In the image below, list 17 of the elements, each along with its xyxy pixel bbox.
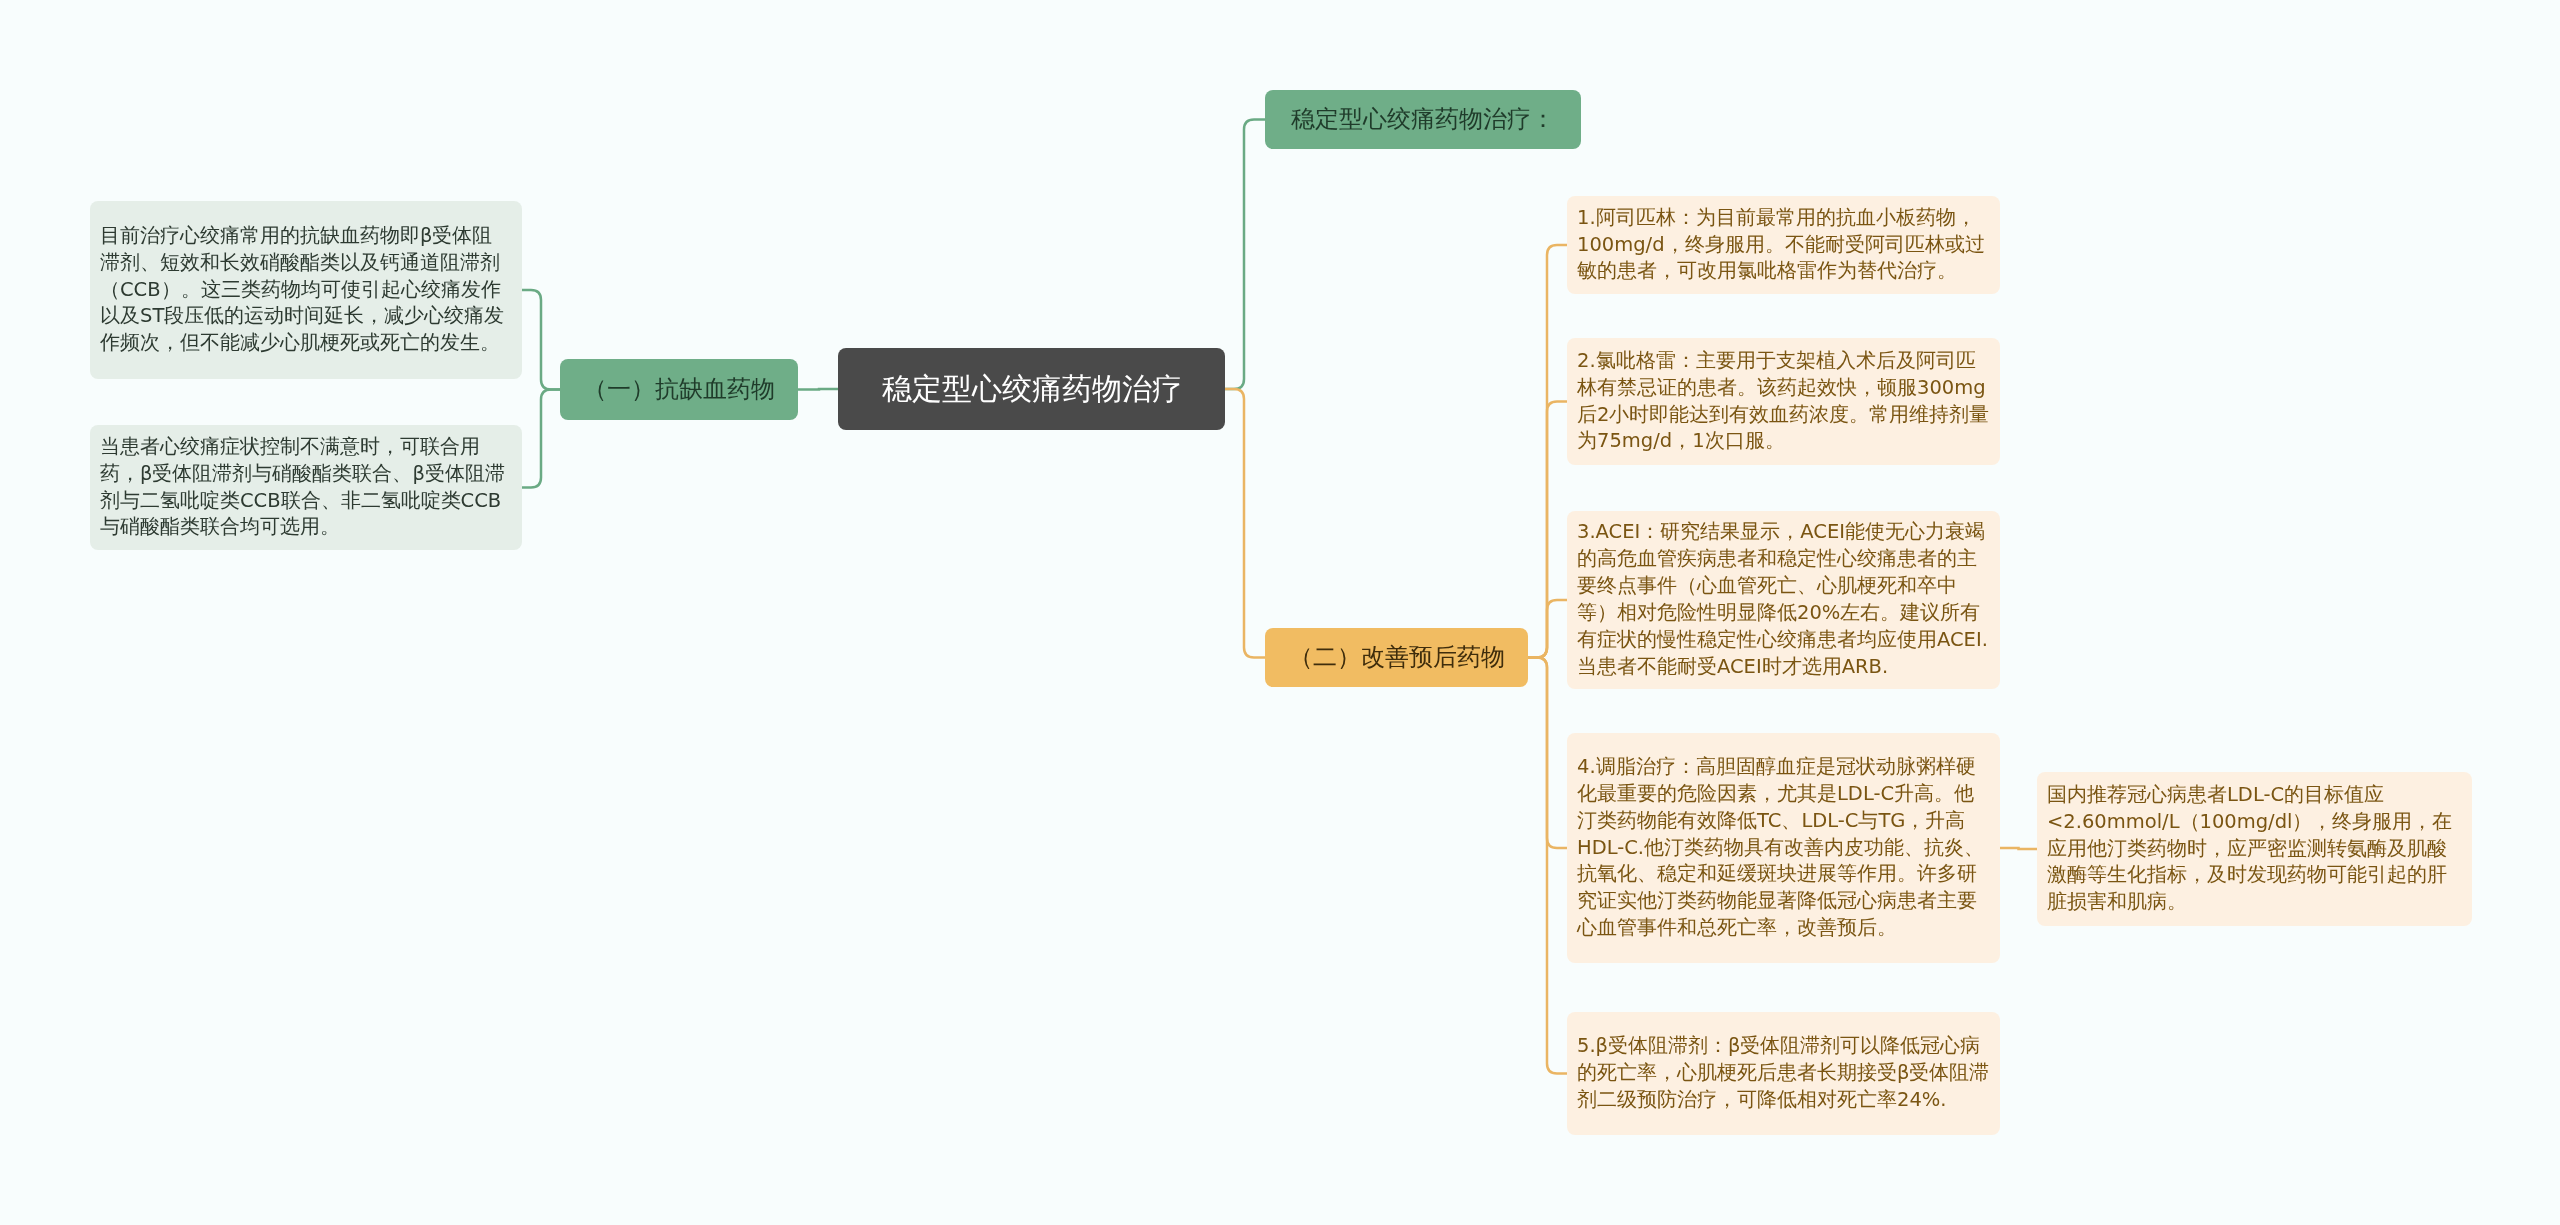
note-box: 3.ACEI：研究结果显示，ACEI能使无心力衰竭的高危血管疾病患者和稳定性心绞痛患者的主要终点事件（心血管死亡、心肌梗死和卒中等）相对危险性明显降低20%左右。建议所有有症状的慢性稳定性心绞痛患者均应使用ACEI.当患者不能耐受ACEI时才选用ARB. [1567, 511, 2000, 689]
central-topic-box: 稳定型心绞痛药物治疗 [838, 348, 1225, 430]
topic-box: （一）抗缺血药物 [560, 359, 798, 420]
topic-box: 稳定型心绞痛药物治疗： [1265, 90, 1581, 149]
note-box: 目前治疗心绞痛常用的抗缺血药物即β受体阻滞剂、短效和长效硝酸酯类以及钙通道阻滞剂（CCB）。这三类药物均可使引起心绞痛发作以及ST段压低的运动时间延长，减少心绞痛发作频次，但不能减少心肌梗死或死亡的发生。 [90, 201, 522, 379]
connector-line [1225, 387, 1265, 659]
note-box: 1.阿司匹林：为目前最常用的抗血小板药物，100mg/d，终身服用。不能耐受阿司匹林或过敏的患者，可改用氯吡格雷作为替代治疗。 [1567, 196, 2000, 294]
note-box: 国内推荐冠心病患者LDL-C的目标值应<2.60mmol/L（100mg/dl），终身服用，在应用他汀类药物时，应严密监测转氨酶及肌酸激酶等生化指标，及时发现药物可能引起的肝脏损害和肌病。 [2037, 772, 2472, 926]
topic-box: （二）改善预后药物 [1265, 628, 1528, 687]
note-box: 5.β受体阻滞剂：β受体阻滞剂可以降低冠心病的死亡率，心肌梗死后患者长期接受β受体阻滞剂二级预防治疗，可降低相对死亡率24%. [1567, 1012, 2000, 1135]
connector-line [798, 387, 838, 391]
connector-line [1528, 656, 1567, 1075]
note-box: 4.调脂治疗：高胆固醇血症是冠状动脉粥样硬化最重要的危险因素，尤其是LDL-C升高。他汀类药物能有效降低TC、LDL-C与TG，升高HDL-C.他汀类药物具有改善内皮功能、抗炎、抗氧化、稳定和延缓斑块进展等作用。许多研究证实他汀类药物能显著降低冠心病患者主要心血管事件和总死亡率，改善预后。 [1567, 733, 2000, 963]
note-box: 当患者心绞痛症状控制不满意时，可联合用药，β受体阻滞剂与硝酸酯类联合、β受体阻滞剂与二氢吡啶类CCB联合、非二氢吡啶类CCB与硝酸酯类联合均可选用。 [90, 425, 522, 550]
note-box: 2.氯吡格雷：主要用于支架植入术后及阿司匹林有禁忌证的患者。该药起效快，顿服300mg后2小时即能达到有效血药浓度。常用维持剂量为75mg/d，1次口服。 [1567, 338, 2000, 465]
connector-line [2000, 846, 2037, 851]
connector-line [522, 388, 560, 489]
